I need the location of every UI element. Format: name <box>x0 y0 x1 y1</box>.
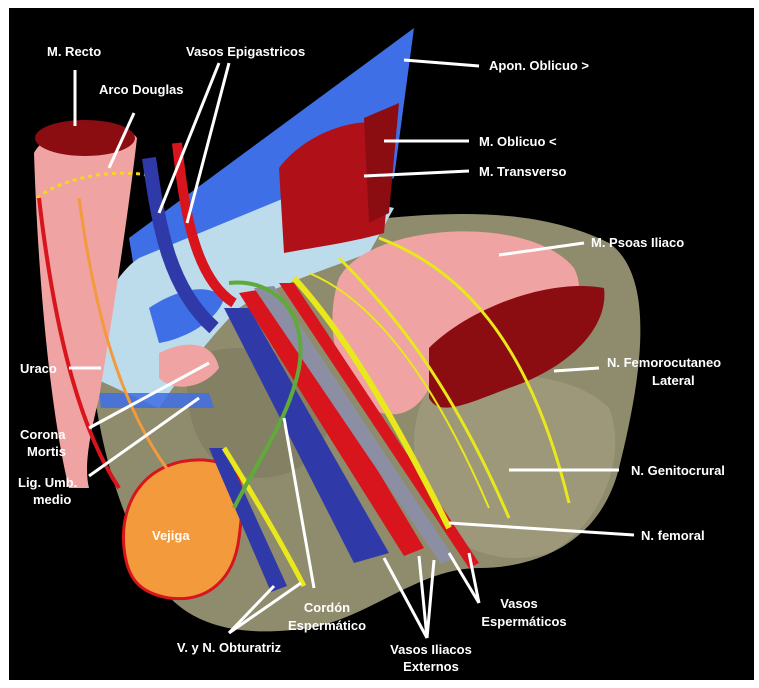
label-lig-umb: Lig. Umb. <box>18 475 77 490</box>
label-corona: Corona <box>20 427 66 442</box>
label-oblicuo-menor: M. Oblicuo < <box>479 134 557 149</box>
label-vejiga: Vejiga <box>152 528 190 543</box>
label-vasos-iliacos: Vasos Iliacos <box>390 642 472 657</box>
label-femorocutaneo: N. Femorocutaneo <box>607 355 721 370</box>
anatomy-plate: M. Recto Vasos Epigastricos Arco Douglas… <box>9 8 754 680</box>
label-femorocutaneo-lateral: Lateral <box>652 373 695 388</box>
anatomy-illustration <box>9 8 754 680</box>
label-corona-2: Mortis <box>27 444 66 459</box>
label-transverso: M. Transverso <box>479 164 566 179</box>
label-cordon: Cordón <box>304 600 350 615</box>
label-vasos-epigastricos: Vasos Epigastricos <box>186 44 305 59</box>
label-recto: M. Recto <box>47 44 101 59</box>
label-genitocrural: N. Genitocrural <box>631 463 725 478</box>
label-vasos-espermaticos-2: Espermáticos <box>481 614 566 629</box>
label-vasos-iliacos-2: Externos <box>403 659 459 674</box>
label-lig-umb-2: medio <box>33 492 71 507</box>
label-obturatriz: V. y N. Obturatriz <box>177 640 281 655</box>
rectus-top <box>35 120 135 156</box>
label-uraco: Uraco <box>20 361 57 376</box>
label-vasos-espermaticos: Vasos <box>500 596 538 611</box>
label-psoas: M. Psoas Iliaco <box>591 235 684 250</box>
label-femoral: N. femoral <box>641 528 705 543</box>
label-apon-oblicuo: Apon. Oblicuo > <box>489 58 589 73</box>
label-cordon-2: Espermático <box>288 618 366 633</box>
label-arco-douglas: Arco Douglas <box>99 82 184 97</box>
